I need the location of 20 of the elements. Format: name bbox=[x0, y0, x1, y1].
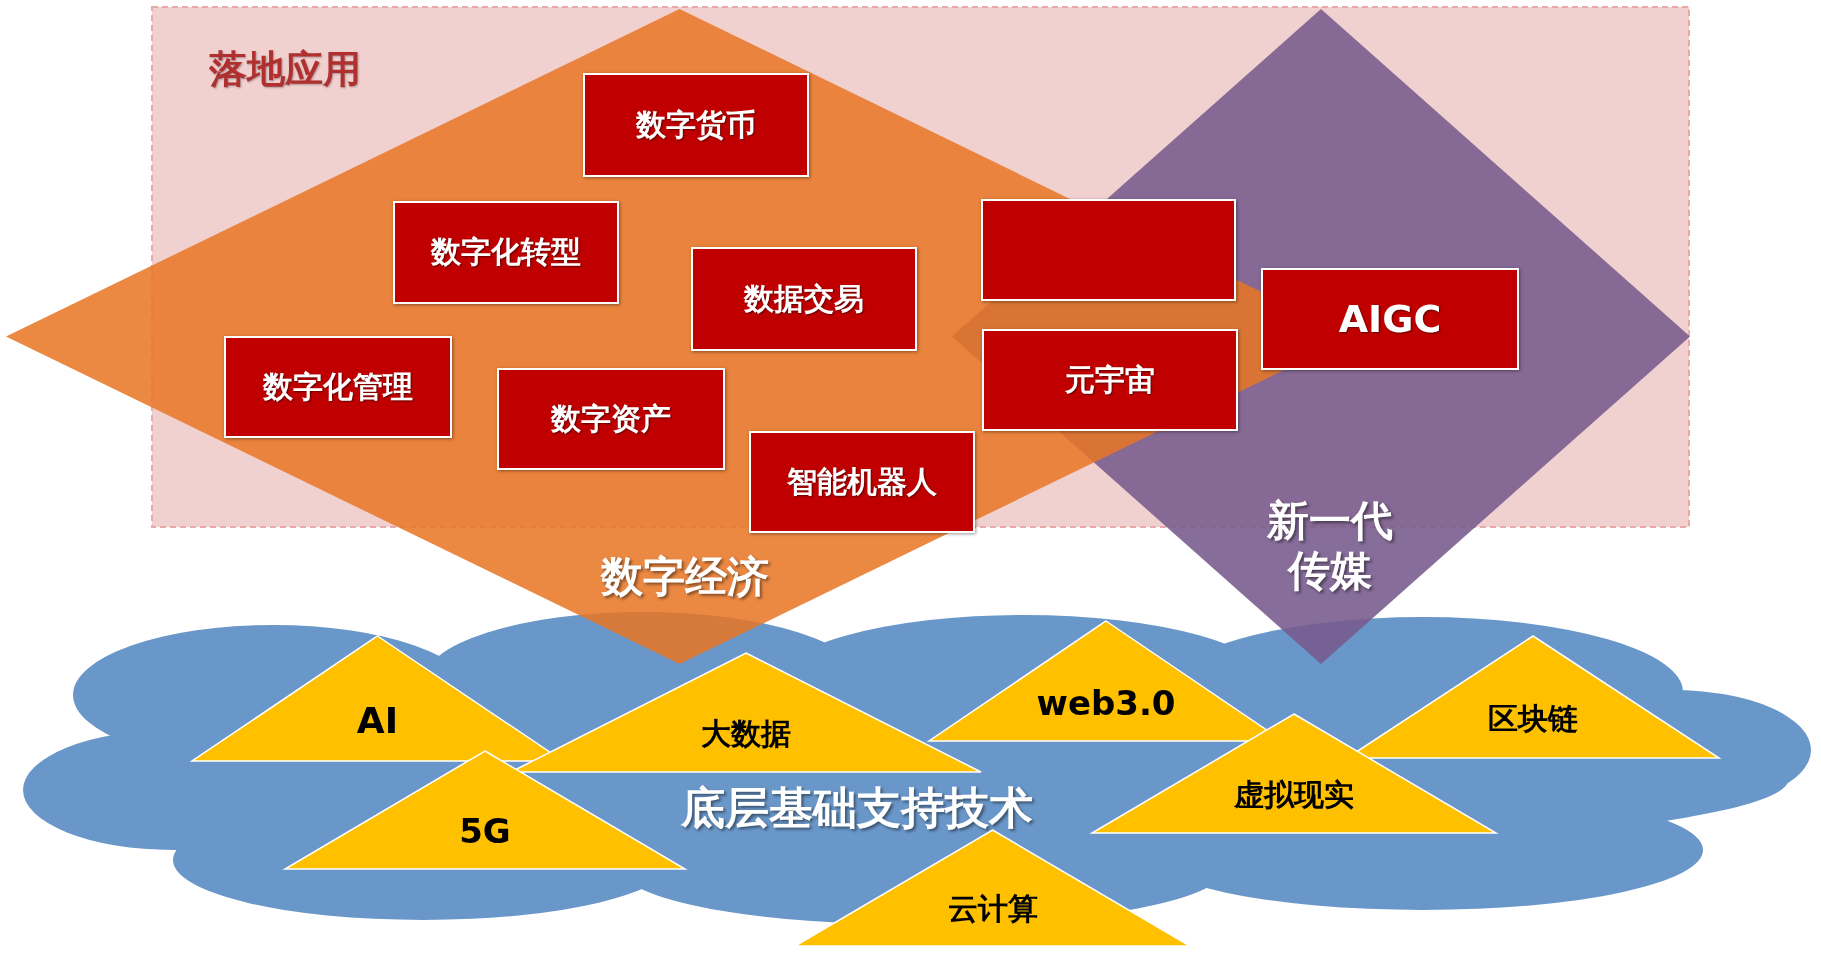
topic-box: 数字化管理 bbox=[224, 336, 452, 438]
topic-box: 数字资产 bbox=[497, 368, 725, 470]
technology-label: 区块链 bbox=[1488, 700, 1578, 737]
technology-label: 虚拟现实 bbox=[1234, 776, 1354, 813]
technology-label: 云计算 bbox=[947, 890, 1038, 927]
technology-label: 大数据 bbox=[701, 715, 791, 752]
topic-box: 数字化转型 bbox=[393, 201, 619, 304]
technology-label: web3.0 bbox=[1036, 682, 1176, 723]
technology-label: AI bbox=[356, 699, 399, 743]
topic-box: 数据交易 bbox=[691, 247, 917, 351]
topic-box: AIGC bbox=[1261, 268, 1519, 370]
technology-label: 5G bbox=[459, 810, 511, 852]
area-label: 新一代传媒 bbox=[1267, 495, 1393, 597]
area-label: 底层基础支持技术 bbox=[681, 781, 1033, 835]
topic-box: 智能机器人 bbox=[749, 431, 975, 533]
topic-box: 元宇宙 bbox=[982, 329, 1238, 431]
topic-box: 数字货币 bbox=[583, 73, 809, 177]
topic-box bbox=[981, 199, 1236, 301]
section-heading: 落地应用 bbox=[209, 47, 361, 93]
area-label: 数字经济 bbox=[601, 551, 769, 603]
